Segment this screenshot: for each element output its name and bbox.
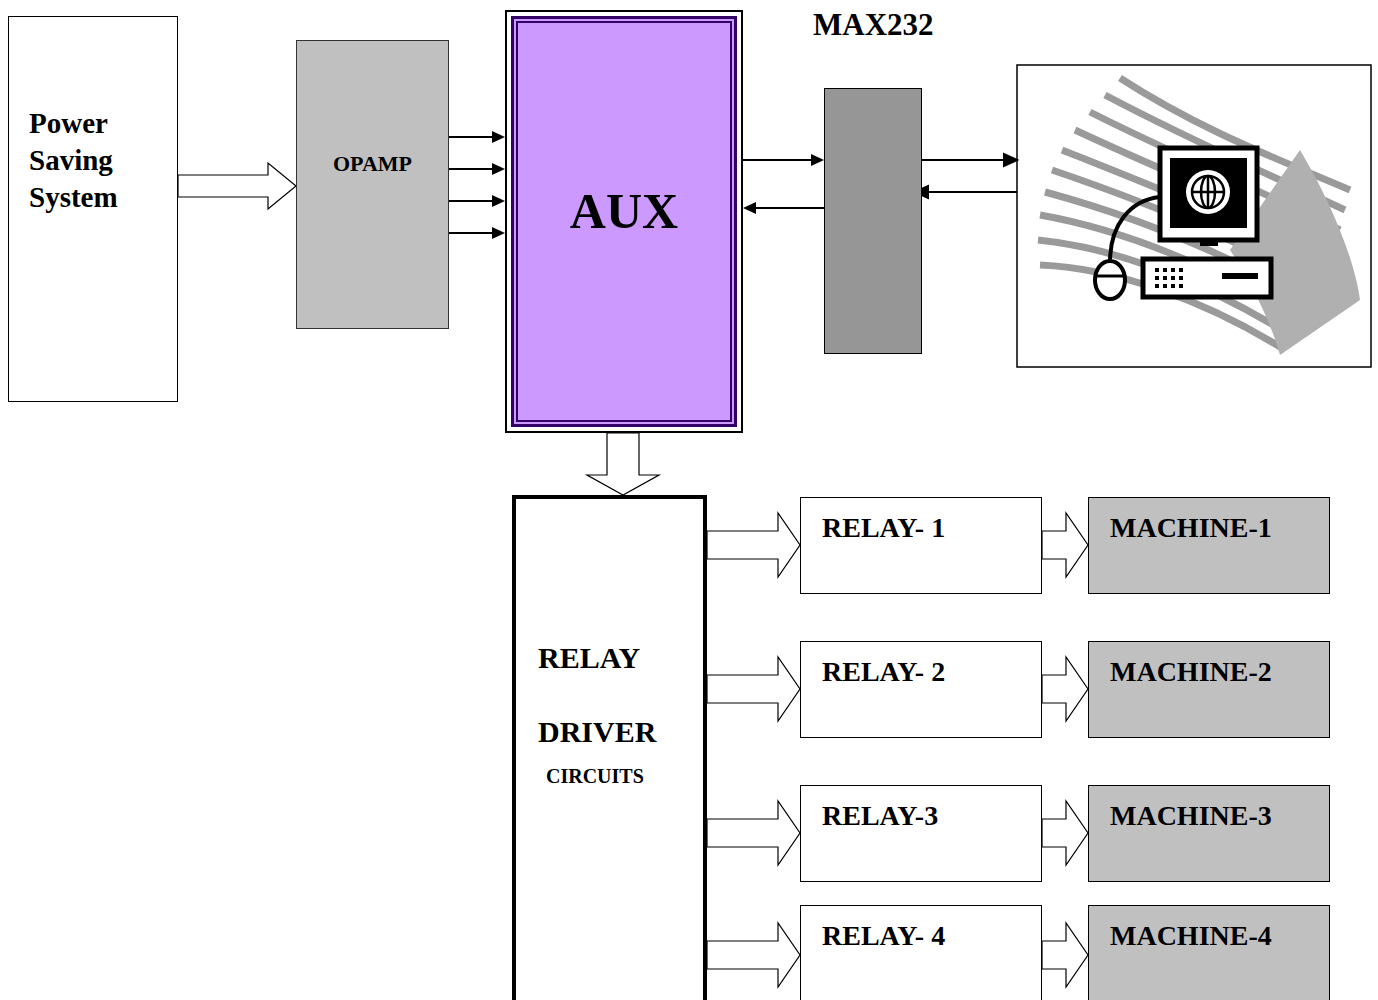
monitor xyxy=(1160,148,1257,240)
max232-box: MAX232 xyxy=(824,88,922,354)
connector-arrow xyxy=(743,202,824,214)
source-box: Power Saving System xyxy=(8,16,178,402)
box-label: MACHINE-4 xyxy=(1110,920,1319,952)
connector-arrow xyxy=(449,195,505,207)
mouse-cable xyxy=(1110,197,1160,262)
connector-arrow xyxy=(1042,801,1088,865)
computer-panel xyxy=(1017,65,1371,367)
connector-arrow xyxy=(1042,923,1088,987)
box-label: OPAMP xyxy=(297,151,448,177)
monitor-screen xyxy=(1170,158,1247,228)
machine-box: MACHINE-4 xyxy=(1088,905,1330,1000)
box-label: RELAY-3 xyxy=(822,800,1031,832)
box-label: AUX xyxy=(507,182,741,240)
relay-box: RELAY-3 xyxy=(800,785,1042,882)
box-label: MACHINE-3 xyxy=(1110,800,1319,832)
connector-arrow xyxy=(449,227,505,239)
box-label: RELAY DRIVER xyxy=(538,621,678,769)
relay-box: RELAY- 4 xyxy=(800,905,1042,1000)
keypad-dots xyxy=(1155,268,1183,288)
box-label: RELAY- 2 xyxy=(822,656,1031,688)
opamp-box: OPAMP xyxy=(296,40,449,329)
connector-arrow xyxy=(707,657,800,721)
box-label: MACHINE-1 xyxy=(1110,512,1319,544)
computer-base xyxy=(1143,259,1271,297)
globe xyxy=(1186,170,1230,214)
connector-arrow xyxy=(587,433,659,495)
box-label: RELAY- 1 xyxy=(822,512,1031,544)
machine-box: MACHINE-2 xyxy=(1088,641,1330,738)
machine-box: MACHINE-1 xyxy=(1088,497,1330,594)
relay-box: RELAY- 2 xyxy=(800,641,1042,738)
connector-arrow xyxy=(743,154,824,166)
serial-arrows xyxy=(915,154,1017,198)
connector-arrow xyxy=(178,163,296,209)
connector-arrow xyxy=(707,513,800,577)
box-label: MACHINE-2 xyxy=(1110,656,1319,688)
box-label: MAX232 xyxy=(813,7,934,43)
relay-box: RELAY- 1 xyxy=(800,497,1042,594)
mouse xyxy=(1095,261,1125,299)
controller-box: AUX xyxy=(505,10,743,433)
box-label: CIRCUITS xyxy=(546,765,693,788)
mouse-button xyxy=(1095,275,1125,278)
connector-arrow xyxy=(707,923,800,987)
connector-arrow xyxy=(449,131,505,143)
box-label: Power Saving System xyxy=(29,105,167,216)
machine-box: MACHINE-3 xyxy=(1088,785,1330,882)
box-label: RELAY- 4 xyxy=(822,920,1031,952)
drive-slot xyxy=(1222,273,1258,279)
connector-arrow xyxy=(707,801,800,865)
monitor-stand xyxy=(1200,238,1218,246)
connector-arrow xyxy=(1042,657,1088,721)
globe-lines xyxy=(1192,176,1224,208)
connector-arrow xyxy=(1042,513,1088,577)
connector-arrow xyxy=(449,163,505,175)
relay-driver-box: RELAY DRIVERCIRCUITS xyxy=(512,495,707,1000)
